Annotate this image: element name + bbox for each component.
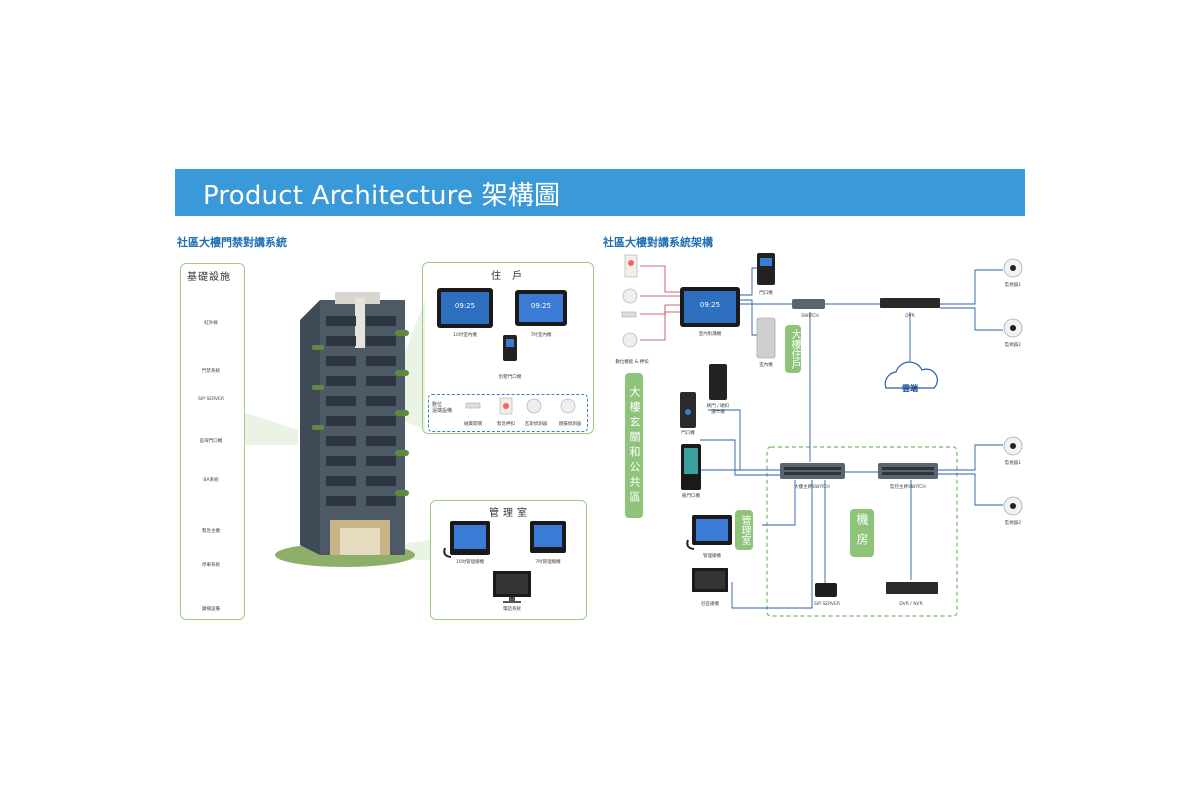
cloud-icon: [884, 361, 938, 389]
basic-item-label: 停車系統: [202, 563, 220, 568]
main-switch-device: [780, 463, 845, 479]
door-unit-label: 門口機: [759, 291, 773, 296]
sensors-label: 數位機能 & 押扣: [615, 360, 649, 365]
pc-label: 社區總機: [701, 602, 719, 607]
residence-item-label: 7吋室內機: [530, 333, 552, 338]
right-section-title: 社區大樓對講系統架構: [603, 236, 713, 249]
screen-time: 09:25: [699, 301, 721, 309]
dvr-device: [880, 298, 940, 308]
basic-item-label: 區域門口機: [199, 439, 223, 444]
indoor-machine-device: [756, 317, 776, 359]
sensor-label: 煙霧偵測器: [558, 422, 582, 427]
basic-item-label: 緊急主機: [202, 529, 220, 534]
dvr-nvr-device: [886, 582, 938, 594]
camera-label: 監視器1: [1004, 461, 1022, 466]
camera-label: 監視器2: [1004, 343, 1022, 348]
tag-residence: 大樓住戶: [785, 325, 801, 373]
basic-item-label: SIP SERVER: [198, 397, 224, 402]
sensor-group-box: [428, 394, 588, 432]
left-section-title: 社區大樓門禁對講系統: [177, 236, 287, 249]
sip-server-label: SIP SERVER: [814, 602, 840, 607]
residence-panel: 住 戶: [422, 262, 594, 434]
page-title: Product Architecture 架構圖: [203, 181, 561, 211]
basic-facilities-panel: 基礎設施: [180, 263, 245, 620]
screen-time: 09:25: [530, 302, 552, 310]
management-icons: [443, 521, 566, 603]
camera-label: 監視器2: [1004, 521, 1022, 526]
camera-icons: [1003, 258, 1023, 516]
mgmt-console-label: 管理總機: [703, 554, 721, 559]
door-unit-device: [757, 253, 775, 285]
monitor-switch-label: 監控主幹SWITCH: [890, 485, 926, 490]
face-door-label: 臉門口機: [682, 494, 700, 499]
access-reader-label: 刷門 / 磁扣 讀卡機: [706, 404, 730, 415]
residence-item-label: 10吋室內機: [453, 333, 477, 338]
management-item-label: 7吋管理總機: [535, 560, 561, 565]
basic-item-label: 廣播設備: [202, 607, 220, 612]
basic-facilities-title: 基礎設施: [187, 272, 231, 283]
management-item-label: 10吋管理總機: [455, 560, 485, 565]
sensor-group-title: 數位 遠端設備: [432, 402, 453, 414]
switch-device: [792, 299, 825, 309]
access-reader-device: [709, 364, 727, 400]
sensor-label: 磁簧開關: [464, 422, 482, 427]
sensor-label: 緊急押扣: [497, 422, 515, 427]
indoor-unit-label: 室內對講機: [698, 332, 722, 337]
dvr-nvr-label: DVR / NVR: [899, 602, 923, 607]
tag-management: 管理室: [735, 510, 753, 550]
title-banner: Product Architecture 架構圖: [175, 169, 1025, 216]
basic-item-label: BA系統: [203, 478, 219, 483]
switch-label: SWITCH: [801, 314, 819, 319]
building-illustration: [275, 292, 415, 567]
camera-label: 監視器1: [1004, 283, 1022, 288]
management-title: 管理室: [489, 508, 531, 519]
sip-server-device: [815, 583, 837, 597]
residence-icons: [437, 288, 576, 415]
basic-item-label: 門禁系統: [202, 369, 220, 374]
screen-time: 09:25: [454, 302, 476, 310]
sensor-icons: [621, 254, 638, 348]
cloud-label: 雲端: [902, 384, 918, 393]
tag-lobby: 大樓玄關和公共區: [625, 373, 643, 518]
basic-item-label: 紅外線: [204, 321, 218, 326]
management-panel: 管理室: [430, 500, 587, 620]
indoor-machine-label: 室內機: [759, 363, 773, 368]
sensor-label: 瓦斯偵測器: [524, 422, 548, 427]
residence-item-label: 別墅門口機: [498, 375, 522, 380]
residence-title: 住 戶: [491, 271, 527, 282]
lobby-door-label: 門口機: [681, 431, 695, 436]
dvr-label: DVR: [905, 314, 915, 319]
main-switch-label: 大樓主幹SWITCH: [794, 485, 830, 490]
tag-machine-room: 機房: [850, 509, 874, 557]
management-item-label: 電話系統: [503, 607, 521, 612]
monitor-switch-device: [878, 463, 938, 479]
